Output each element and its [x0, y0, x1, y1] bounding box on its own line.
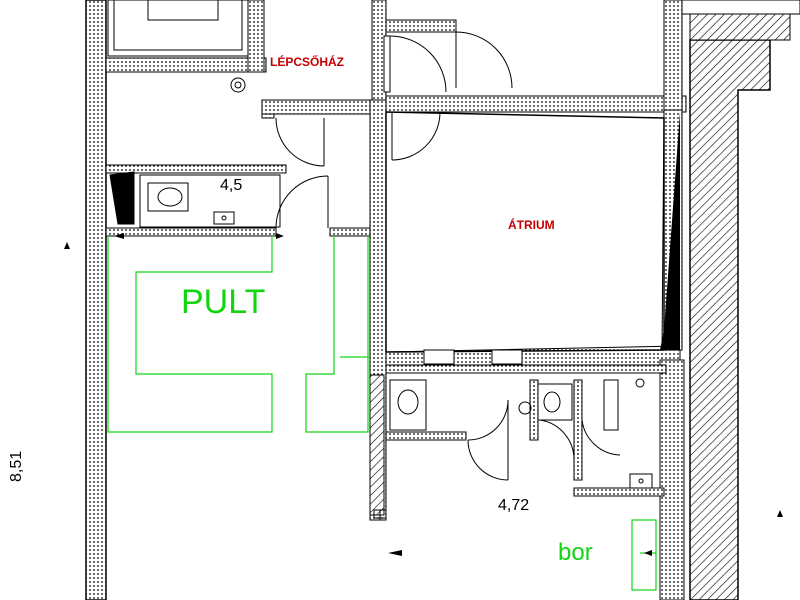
- room-label-stairwell: LÉPCSŐHÁZ: [270, 55, 345, 69]
- dimension-8-51: 8,51: [8, 450, 25, 482]
- wall-bottom-wc-div2: [573, 379, 583, 481]
- marker-left: [64, 242, 70, 249]
- wall-upper-corridor: [385, 19, 457, 33]
- counter-outline: [107, 236, 273, 433]
- walls: [85, 0, 800, 600]
- toilet-icon-lower-2: [543, 391, 561, 413]
- marker-bottom: [388, 550, 402, 556]
- wall-right-inner: [659, 359, 685, 600]
- wall-upper-right: [663, 0, 683, 111]
- wall-toilet-top: [105, 164, 287, 174]
- shaft-black: [109, 171, 135, 225]
- markers: [64, 233, 783, 556]
- wall-right-outer-hatch: [689, 39, 771, 600]
- wall-top-right-segment: [681, 0, 800, 15]
- marker-mid: [114, 233, 124, 239]
- toilet-icon: [147, 182, 189, 212]
- door-swing-wc4: [581, 419, 621, 456]
- counter-furniture: [107, 236, 657, 591]
- dimension-4-72: 4,72: [498, 497, 530, 514]
- wall-hatched-column: [369, 374, 385, 516]
- wine-rack: [631, 519, 657, 591]
- counter-right-unit: [305, 236, 369, 433]
- door-swing-wc1: [467, 399, 509, 441]
- door-swing-toilet: [275, 175, 329, 229]
- wall-toilet-bottom: [105, 227, 277, 237]
- wall-top-room-right: [247, 0, 265, 73]
- door-leaf-stair-upper: [383, 35, 391, 93]
- urinal-icon: [518, 401, 532, 415]
- room-label-atrium: ÁTRIUM: [508, 218, 555, 232]
- atrium-black-triangle: [660, 112, 680, 350]
- door-swing-atrium-entry: [391, 111, 441, 161]
- wall-top-right-hatch: [689, 13, 791, 41]
- wall-stair-bottom: [261, 99, 373, 115]
- door-swing-wc3: [539, 419, 575, 461]
- wall-bottom-wc-mid: [385, 431, 467, 441]
- wall-bottom-wc-div1: [529, 379, 539, 441]
- drain-icon-lower: [635, 378, 645, 388]
- marker-right: [777, 510, 783, 517]
- upper-toilet-block: [109, 171, 281, 228]
- atrium-outline: [385, 111, 665, 353]
- wall-left-outer: [85, 0, 107, 600]
- radiator-1: [423, 349, 455, 365]
- wall-bottom-wc-top: [385, 364, 667, 374]
- wall-atrium-top: [385, 95, 687, 113]
- lower-toilet-block: [389, 349, 653, 489]
- toilet-icon-lower-1: [397, 389, 419, 415]
- wall-right-of-pult: [329, 227, 371, 237]
- dimension-4-5: 4,5: [220, 177, 243, 194]
- door-swing-wc2: [467, 439, 509, 481]
- radiator-2: [491, 349, 523, 365]
- label-counter: PULT: [181, 283, 266, 321]
- wall-bottom-wc-bottom: [573, 487, 665, 497]
- wall-top-left-room: [105, 57, 267, 73]
- sink-icon-lower: [629, 473, 653, 489]
- doors: [275, 31, 621, 481]
- label-wine: bor: [558, 539, 593, 566]
- drain-icon: [230, 77, 246, 93]
- door-swing-stair-upper: [455, 31, 513, 89]
- top-left-room: [107, 0, 249, 93]
- sink-icon: [213, 211, 235, 225]
